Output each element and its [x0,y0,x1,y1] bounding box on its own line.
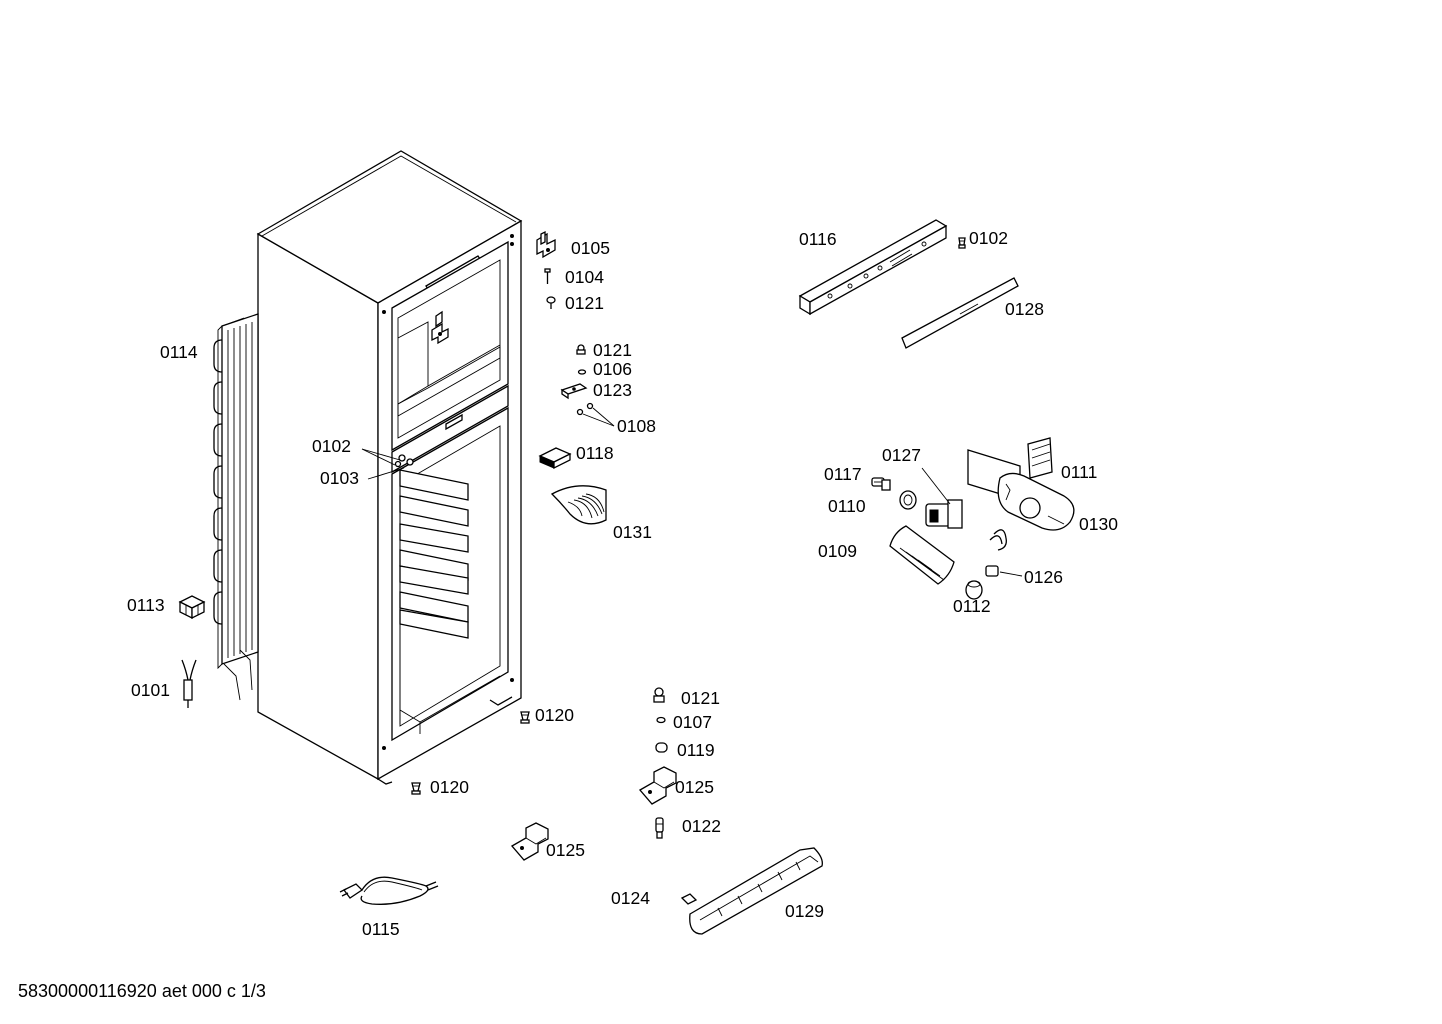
part-0126-spring-clip [985,529,1023,577]
part-0105-hinge [536,230,556,259]
part-0121-screw-b [576,344,586,355]
part-0102-screw [958,237,966,249]
label-0120-a: 0120 [535,705,574,725]
part-0120-foot-b [411,782,421,795]
part-0121-screw-c [653,687,665,703]
label-0128: 0128 [1005,299,1044,319]
part-0108-pins [576,402,615,427]
label-0125-b: 0125 [546,840,585,860]
label-0119: 0119 [677,740,715,760]
part-0125-hinge-a [638,766,677,805]
label-0102-b: 0102 [969,228,1008,248]
label-0112: 0112 [953,596,991,616]
part-0122-pin [655,817,664,839]
label-0107: 0107 [673,712,712,732]
label-0122: 0122 [682,816,721,836]
label-0108: 0108 [617,416,656,436]
label-0113: 0113 [127,595,165,615]
part-0104-screw [544,268,551,284]
label-0121-b: 0121 [593,340,632,360]
label-0129: 0129 [785,901,824,921]
part-0110-knob [899,490,917,510]
part-0116-control-panel [798,219,948,316]
part-0130-thermostat-housing [967,449,1075,531]
part-0124-clip [680,893,698,905]
part-0123-bracket [560,383,588,400]
part-0127-thermostat [921,467,963,529]
label-0131: 0131 [613,522,652,542]
label-0121-c: 0121 [681,688,720,708]
label-0116: 0116 [799,229,837,249]
label-0126: 0126 [1024,567,1063,587]
label-0127: 0127 [882,445,921,465]
part-0131-lamp-cover [550,485,607,525]
label-0103: 0103 [320,468,359,488]
label-0123: 0123 [593,380,632,400]
part-0107-washer [656,716,666,724]
part-0118-cover [538,447,572,470]
label-0125-a: 0125 [675,777,714,797]
part-0115-power-cord [339,876,439,905]
label-0114: 0114 [160,342,198,362]
part-0120-foot-a [520,711,530,724]
part-0109-lamp-shade [889,525,955,585]
label-0102-a: 0102 [312,436,351,456]
label-0124: 0124 [611,888,650,908]
label-0109: 0109 [818,541,857,561]
label-0104: 0104 [565,267,604,287]
condenser-0114 [213,313,259,701]
part-0117-bulb-holder [871,477,891,491]
part-0125-hinge-b [510,822,549,861]
part-0121-screw [546,296,556,309]
part-0113-clip [178,595,206,620]
label-0110: 0110 [828,496,866,516]
part-0101-drier [181,659,197,708]
label-0105: 0105 [571,238,610,258]
label-0120-b: 0120 [430,777,469,797]
label-0101: 0101 [131,680,170,700]
part-0111-connector [1027,437,1053,479]
label-0121-a: 0121 [565,293,604,313]
label-0130: 0130 [1079,514,1118,534]
document-id: 58300000116920 aet 000 c 1/3 [18,981,266,1001]
part-0112-bulb [965,580,983,600]
label-0117: 0117 [824,464,862,484]
label-0111: 0111 [1061,462,1098,482]
label-0115: 0115 [362,919,400,939]
part-0119-cap [655,742,668,753]
fridge-cabinet [256,150,523,785]
label-0106: 0106 [593,359,632,379]
part-0129-bottom-grille [689,847,823,935]
part-0128-trim-strip [901,277,1019,349]
label-0118: 0118 [576,443,614,463]
part-0106-washer [577,369,587,375]
